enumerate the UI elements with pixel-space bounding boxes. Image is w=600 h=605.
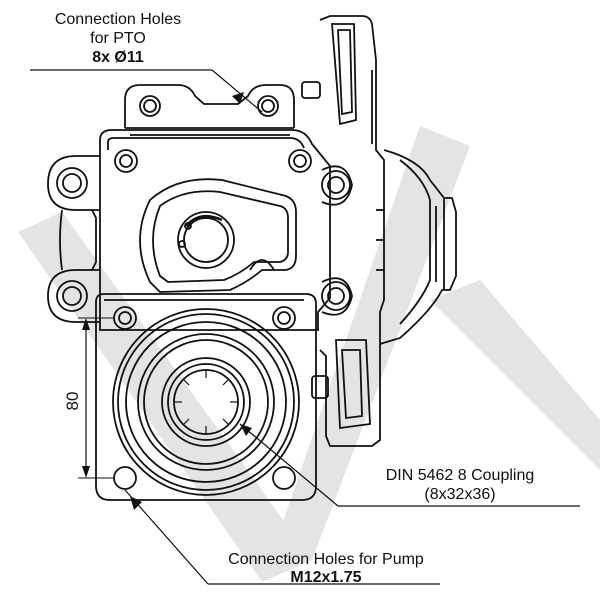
pto-holes-label-line1: Connection Holes — [55, 11, 181, 28]
coupling-label-line2: (8x32x36) — [424, 486, 495, 503]
watermark-logo — [18, 126, 600, 582]
dimension-80: 80 — [63, 317, 114, 479]
gearbox-housing — [47, 15, 457, 501]
coupling-splines — [174, 370, 238, 434]
leader-pump-holes — [124, 489, 440, 585]
pump-holes-label-line1: Connection Holes for Pump — [228, 551, 424, 568]
pump-holes-spec: M12x1.75 — [290, 569, 361, 586]
pto-holes-label-line2: for PTO — [90, 30, 146, 47]
dimension-value: 80 — [63, 392, 82, 411]
leader-coupling — [239, 423, 580, 507]
leader-pto-holes — [30, 69, 263, 113]
coupling-label-line1: DIN 5462 8 Coupling — [386, 467, 535, 484]
pto-holes-spec: 8x Ø11 — [92, 49, 144, 66]
